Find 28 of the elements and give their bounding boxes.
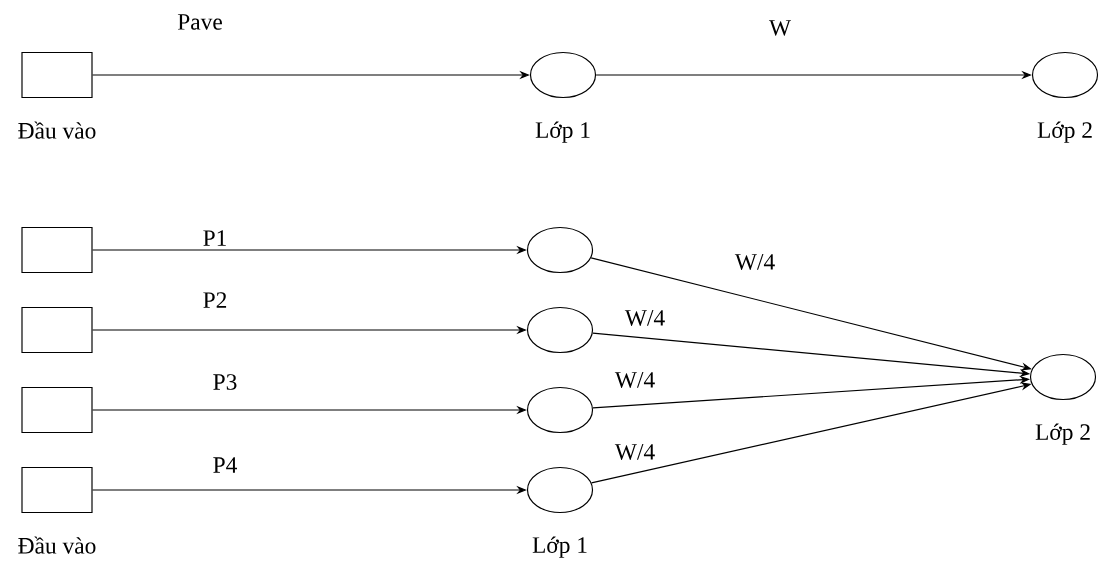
edge-label: W/4 bbox=[623, 308, 667, 328]
layer-circle bbox=[526, 306, 594, 354]
layer-circle bbox=[526, 386, 594, 434]
node-caption: Lớp 1 bbox=[532, 536, 587, 558]
edge-label: Pave bbox=[176, 13, 224, 31]
input-box bbox=[21, 51, 93, 99]
input-box bbox=[21, 306, 93, 354]
node-caption: Đầu vào bbox=[18, 121, 96, 139]
node-caption: Lớp 2 bbox=[1035, 423, 1090, 445]
layer-circle bbox=[1029, 353, 1097, 401]
edge-label: W/4 bbox=[613, 370, 657, 390]
edge-label: P4 bbox=[211, 456, 239, 474]
input-box bbox=[21, 226, 93, 274]
input-box bbox=[21, 386, 93, 434]
edge-label: P1 bbox=[201, 229, 229, 247]
edge-label: W/4 bbox=[613, 442, 657, 462]
input-box bbox=[21, 466, 93, 514]
edge-label: P2 bbox=[201, 291, 229, 309]
edge-label: W bbox=[767, 19, 793, 37]
layer-circle bbox=[526, 466, 594, 514]
layer-circle bbox=[1031, 51, 1099, 99]
layer-circle bbox=[529, 51, 597, 99]
node-caption: Lớp 2 bbox=[1037, 121, 1092, 143]
edge-label: P3 bbox=[211, 372, 239, 392]
layer-circle bbox=[526, 226, 594, 274]
node-caption: Lớp 1 bbox=[535, 121, 590, 143]
edge-label: W/4 bbox=[733, 252, 777, 272]
node-caption: Đầu vào bbox=[18, 536, 96, 554]
